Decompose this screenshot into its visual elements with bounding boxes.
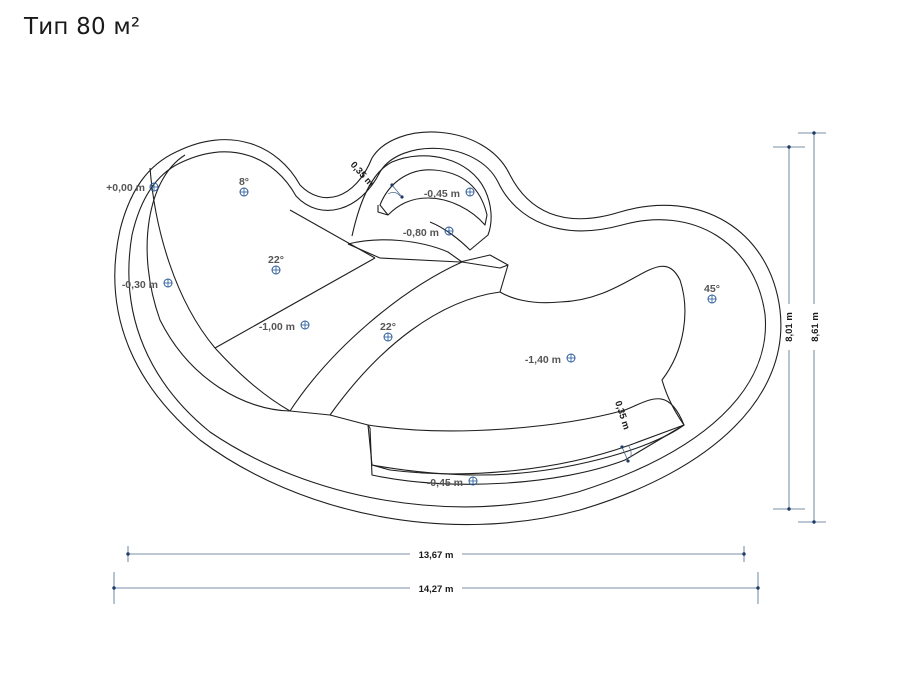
step-edge-3 — [214, 257, 376, 349]
slope-label: 8° — [239, 176, 249, 188]
step-edge-4 — [214, 347, 291, 412]
inner-length-dimension: 13,67 m — [126, 546, 746, 562]
level-marker-icon — [239, 187, 249, 197]
inner-width-label: 8,01 m — [784, 312, 795, 342]
slope-label: 22° — [380, 321, 396, 333]
slope-label: 22° — [268, 254, 284, 266]
bottom-step-width-label: 0,35 m — [612, 400, 632, 432]
pool-outer-rim — [114, 131, 782, 526]
level-marker-icon — [707, 294, 717, 304]
top-step-width-label: 0,35 m — [348, 160, 376, 189]
pool-floor-outline — [146, 154, 686, 485]
level-label: +0,00 m — [106, 182, 145, 194]
level-marker-icon — [163, 278, 173, 288]
level-marker-icon — [566, 353, 576, 363]
lower-bench — [367, 398, 685, 476]
outer-width-label: 8,61 m — [810, 312, 821, 342]
step-edge-7 — [461, 261, 509, 269]
step-edge-2 — [289, 209, 376, 259]
step-edge-5 — [289, 261, 463, 412]
pool-inner-rim — [128, 147, 767, 508]
step-edge-1 — [149, 167, 216, 349]
page-title: Тип 80 м² — [24, 14, 141, 40]
level-label: -0,80 m — [403, 227, 439, 239]
level-label: -1,40 m — [525, 354, 561, 366]
outer-width-dimension: 8,61 m — [798, 131, 826, 524]
outer-length-label: 14,27 m — [419, 584, 454, 595]
inner-width-dimension: 8,01 m — [773, 145, 805, 511]
level-marker-icon — [271, 265, 281, 275]
level-marker-icon — [468, 476, 478, 486]
upper-step-inner — [379, 169, 488, 226]
slope-label: 45° — [704, 283, 720, 295]
level-label: -0,45 m — [424, 188, 460, 200]
lower-bench-line-2 — [629, 424, 685, 446]
outer-length-dimension: 14,27 m — [112, 572, 760, 604]
level-label: -0,45 m — [427, 477, 463, 489]
lower-bench-line-1 — [371, 444, 631, 475]
upper-step-outer — [351, 155, 492, 251]
level-marker-icon — [465, 187, 475, 197]
level-marker-icon — [444, 226, 454, 236]
level-marker-icon — [383, 332, 393, 342]
level-label: -1,00 m — [259, 321, 295, 333]
inner-length-label: 13,67 m — [419, 550, 454, 561]
step-edge-6 — [329, 291, 501, 416]
upper-step-lip — [377, 205, 389, 216]
level-marker-icon — [300, 320, 310, 330]
level-label: -0,30 m — [122, 279, 158, 291]
step-edge-8 — [347, 239, 463, 263]
level-marker-icon — [149, 182, 159, 192]
